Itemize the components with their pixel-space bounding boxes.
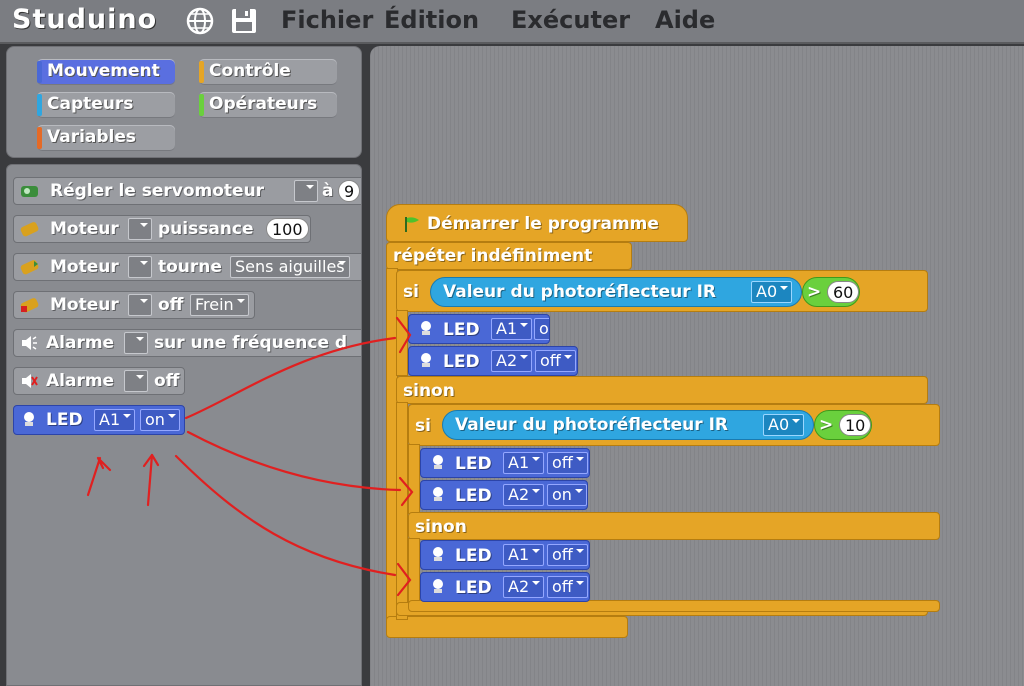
speaker-icon [22, 336, 37, 350]
menu-fichier[interactable]: Fichier [281, 6, 374, 34]
led-port-dropdown[interactable]: A2 [503, 576, 545, 598]
led-port-dropdown[interactable]: A1 [503, 452, 545, 474]
category-mouvement[interactable]: Mouvement [37, 59, 175, 85]
led-port-dropdown[interactable]: A2 [491, 350, 533, 372]
menu-edition[interactable]: Édition [384, 6, 480, 34]
ir-sensor-reporter[interactable]: Valeur du photoréflecteur IR A0 [430, 277, 802, 307]
led-state-dropdown[interactable]: off [547, 576, 588, 598]
inner-if-bottom [408, 600, 940, 612]
category-panel: Mouvement Contrôle Capteurs Opérateurs V… [6, 46, 362, 158]
inner-else-block: sinon [408, 512, 940, 540]
speaker-mute-icon [22, 374, 38, 388]
forever-block-bottom [386, 616, 628, 638]
motor-direction-dropdown[interactable]: Sens aiguilles [230, 256, 350, 278]
category-operateurs[interactable]: Opérateurs [199, 92, 337, 118]
led-block[interactable]: LED A1 off [420, 540, 590, 570]
else-block-side [396, 402, 408, 620]
led-state-dropdown[interactable]: on [547, 484, 587, 506]
inner-if-side [408, 444, 420, 514]
motor-stop-icon [20, 298, 39, 313]
category-capteurs[interactable]: Capteurs [37, 92, 175, 118]
menu-aide[interactable]: Aide [655, 6, 716, 34]
motor-power-input[interactable]: 100 [266, 218, 309, 240]
alarm-port-dropdown[interactable] [124, 332, 148, 354]
green-flag-icon [405, 217, 419, 232]
threshold-input-2[interactable]: 10 [839, 414, 871, 436]
menu-bar: Studuino Fichier Édition Exécuter Aide [0, 0, 1024, 44]
led-port-dropdown[interactable]: A2 [503, 484, 545, 506]
led-icon [433, 487, 443, 501]
save-icon[interactable] [229, 6, 259, 36]
greater-than-operator[interactable]: > 10 [814, 410, 872, 440]
led-state-dropdown[interactable]: on [534, 318, 549, 340]
led-port-dropdown[interactable]: A1 [94, 409, 136, 431]
greater-than-operator[interactable]: > 60 [802, 277, 860, 307]
palette-alarm-frequency-block[interactable]: Alarme sur une fréquence d [13, 329, 361, 357]
led-port-dropdown[interactable]: A1 [503, 544, 545, 566]
threshold-input-1[interactable]: 60 [827, 281, 859, 303]
motor-port-dropdown[interactable] [128, 218, 152, 240]
palette-motor-turn-block[interactable]: Moteur tourne Sens aiguilles [13, 253, 361, 281]
led-block[interactable]: LED A1 on [408, 314, 550, 344]
alarm-port-dropdown[interactable] [124, 370, 148, 392]
palette-motor-off-block[interactable]: Moteur off Frein [13, 291, 255, 319]
led-state-dropdown[interactable]: off [547, 452, 588, 474]
led-block[interactable]: LED A2 off [420, 572, 590, 602]
menu-executer[interactable]: Exécuter [511, 6, 631, 34]
led-state-dropdown[interactable]: off [547, 544, 588, 566]
else-block: sinon [396, 376, 928, 404]
led-block[interactable]: LED A2 off [408, 346, 578, 376]
led-icon [433, 547, 443, 561]
ir-sensor-reporter[interactable]: Valeur du photoréflecteur IR A0 [442, 410, 814, 440]
forever-block[interactable]: répéter indéfiniment [386, 242, 632, 270]
led-block[interactable]: LED A2 on [420, 480, 588, 510]
motor-icon [20, 222, 39, 237]
servo-icon [21, 186, 38, 197]
servo-port-dropdown[interactable] [294, 180, 318, 202]
start-program-block[interactable]: Démarrer le programme [386, 204, 688, 242]
if-block-side [396, 310, 408, 376]
block-palette: Régler le servomoteur à 9 Moteur puissan… [6, 164, 362, 686]
globe-icon[interactable] [185, 6, 215, 36]
inner-else-side [408, 538, 420, 606]
palette-servo-block[interactable]: Régler le servomoteur à 9 [13, 177, 361, 205]
led-port-dropdown[interactable]: A1 [491, 318, 533, 340]
motor-brake-dropdown[interactable]: Frein [190, 294, 249, 316]
led-icon [421, 353, 431, 367]
motor-icon [20, 260, 39, 275]
sensor-port-dropdown[interactable]: A0 [751, 281, 793, 303]
sensor-port-dropdown[interactable]: A0 [763, 414, 805, 436]
motor-port-dropdown[interactable] [128, 256, 152, 278]
led-icon [24, 412, 34, 426]
led-state-dropdown[interactable]: on [140, 409, 180, 431]
category-controle[interactable]: Contrôle [199, 59, 337, 85]
palette-motor-power-block[interactable]: Moteur puissance 100 [13, 215, 311, 243]
servo-angle-input[interactable]: 9 [338, 180, 361, 202]
led-state-dropdown[interactable]: off [535, 350, 576, 372]
category-variables[interactable]: Variables [37, 125, 175, 151]
palette-led-block[interactable]: LED A1 on [13, 405, 185, 435]
led-icon [433, 579, 443, 593]
palette-alarm-off-block[interactable]: Alarme off [13, 367, 185, 395]
led-icon [433, 455, 443, 469]
motor-port-dropdown[interactable] [128, 294, 152, 316]
app-title: Studuino [12, 4, 158, 35]
led-block[interactable]: LED A1 off [420, 448, 590, 478]
led-icon [421, 321, 431, 335]
